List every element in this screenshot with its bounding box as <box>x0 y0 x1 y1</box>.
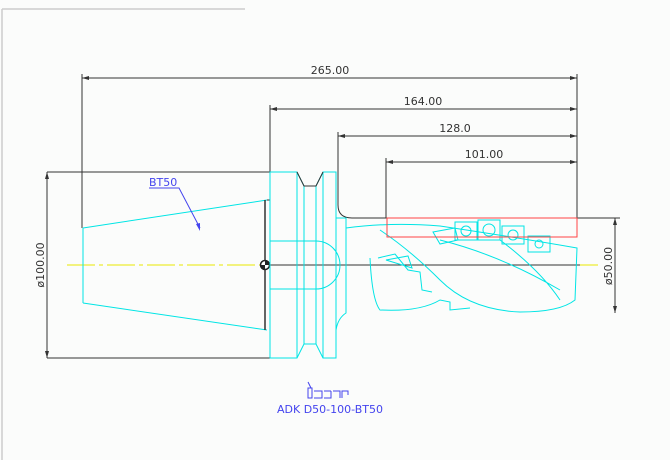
dim-cutting-diameter: ø50.00 <box>602 247 615 285</box>
cutter-body <box>335 217 578 331</box>
gauge-point-fill <box>260 260 270 270</box>
dim-length-from-flange: 164.00 <box>404 95 443 108</box>
dim-flange-diameter: ø100.00 <box>34 242 47 287</box>
shank-label: BT50 <box>149 176 177 189</box>
dimension-lines <box>46 74 620 359</box>
dim-overall-length: 265.00 <box>311 64 350 77</box>
leader-line <box>149 187 201 229</box>
leader-arrow-icon <box>196 223 200 231</box>
dim-body-length: 128.0 <box>439 122 471 135</box>
part-number: ADK D50-100-BT50 <box>277 403 383 416</box>
dim-cutting-length: 101.00 <box>465 148 504 161</box>
taper-shank <box>82 199 268 331</box>
cutting-zone <box>386 217 578 238</box>
flange-groove-outline <box>296 171 324 187</box>
body-top-edge <box>337 204 577 219</box>
dimension-arrows <box>45 76 617 358</box>
iscar-logo <box>307 381 349 399</box>
